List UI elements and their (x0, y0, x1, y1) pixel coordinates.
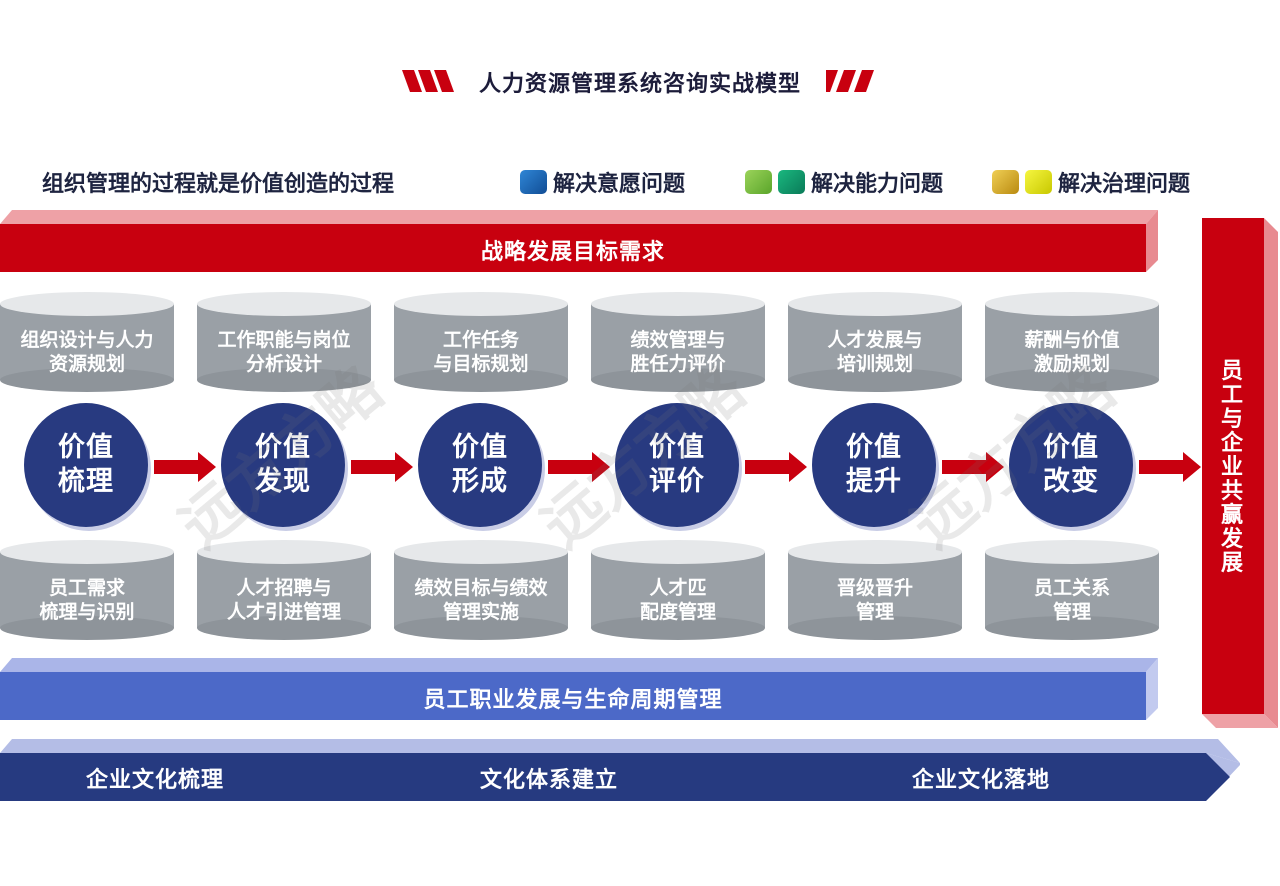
cyl-line: 人才引进管理 (226, 601, 341, 623)
circle-line: 价值 (452, 432, 508, 463)
cyl-line: 工作职能与岗位 (217, 329, 351, 351)
circle-line: 价值 (58, 432, 114, 463)
win-win-bar-label: 员工与企业共赢发展 (1212, 360, 1252, 576)
cyl-line: 配度管理 (639, 601, 716, 623)
cyl-line: 与目标规划 (433, 353, 529, 375)
circle-line: 梳理 (58, 466, 114, 497)
top-cylinder-4: 绩效管理与胜任力评价 (591, 292, 765, 392)
flow-arrow-1 (154, 452, 216, 482)
circle-line: 价值 (255, 432, 311, 463)
value-circle-5: 价值提升 (812, 403, 936, 527)
cyl-line: 员工关系 (1033, 577, 1110, 599)
cyl-line: 培训规划 (836, 353, 913, 375)
cyl-line: 绩效目标与绩效 (414, 577, 548, 599)
value-circle-2: 价值发现 (221, 403, 345, 527)
flow-arrow-5 (942, 452, 1004, 482)
top-cylinder-3: 工作任务与目标规划 (394, 292, 568, 392)
cyl-line: 管理 (1052, 601, 1091, 623)
cyl-line: 员工需求 (48, 577, 125, 599)
value-circle-3: 价值形成 (418, 403, 542, 527)
win-win-bar-text: 员工与企业共赢发展 (1220, 359, 1243, 576)
legend-governance: 解决治理问题 (992, 166, 1190, 198)
circle-line: 提升 (846, 466, 902, 497)
cyl-line: 工作任务 (442, 329, 519, 351)
legend-swatch-blue (520, 170, 547, 194)
title-stripes-right (826, 70, 874, 92)
strategy-bar-label: 战略发展目标需求 (480, 240, 665, 265)
cyl-line: 管理实施 (442, 601, 519, 623)
subtitle: 组织管理的过程就是价值创造的过程 (42, 172, 395, 197)
win-win-bar (1202, 218, 1278, 728)
bottom-cylinder-4: 人才匹配度管理 (591, 540, 765, 640)
bottom-cylinder-2: 人才招聘与人才引进管理 (197, 540, 371, 640)
flow-arrow-6 (1139, 452, 1201, 482)
cyl-line: 人才匹 (649, 577, 707, 599)
circle-line: 价值 (649, 432, 705, 463)
flow-arrow-4 (745, 452, 807, 482)
value-circle-6: 价值改变 (1009, 403, 1133, 527)
circle-line: 价值 (846, 432, 902, 463)
cyl-line: 激励规划 (1033, 353, 1110, 375)
career-bar (0, 658, 1158, 720)
circle-line: 价值 (1043, 432, 1099, 463)
circle-line: 形成 (452, 466, 508, 497)
bottom-cylinder-3: 绩效目标与绩效管理实施 (394, 540, 568, 640)
circle-line: 改变 (1043, 466, 1099, 497)
cyl-line: 管理 (855, 601, 894, 623)
bottom-cylinder-1: 员工需求梳理与识别 (0, 540, 174, 640)
cyl-line: 胜任力评价 (630, 353, 726, 375)
circle-line: 评价 (649, 466, 705, 497)
strategy-bar (0, 210, 1158, 272)
legend-swatch-green (745, 170, 772, 194)
bottom-cylinder-6: 员工关系管理 (985, 540, 1159, 640)
circle-line: 发现 (255, 466, 311, 497)
top-cylinder-1: 组织设计与人力资源规划 (0, 292, 174, 392)
cyl-line: 人才招聘与 (236, 577, 332, 599)
culture-stage-3: 企业文化落地 (912, 768, 1051, 793)
legend-ability: 解决能力问题 (745, 166, 943, 198)
cyl-line: 组织设计与人力 (20, 329, 154, 351)
flow-arrow-2 (351, 452, 413, 482)
cyl-line: 绩效管理与 (630, 329, 726, 351)
cyl-line: 梳理与识别 (39, 601, 135, 623)
culture-bar (0, 739, 1240, 801)
page-title: 人力资源管理系统咨询实战模型 (478, 72, 801, 97)
top-cylinder-2: 工作职能与岗位分析设计 (197, 292, 371, 392)
career-bar-label: 员工职业发展与生命周期管理 (423, 688, 723, 713)
legend-swatch-yellow (1025, 170, 1052, 194)
title-stripes-left (402, 70, 454, 92)
cyl-line: 薪酬与价值 (1024, 329, 1120, 351)
legend-swatch-teal (778, 170, 805, 194)
legend-swatch-gold (992, 170, 1019, 194)
top-cylinder-6: 薪酬与价值激励规划 (985, 292, 1159, 392)
legend-label: 解决能力问题 (811, 172, 944, 197)
cyl-line: 晋级晋升 (836, 577, 913, 599)
legend-willingness: 解决意愿问题 (520, 166, 685, 198)
cyl-line: 人才发展与 (827, 329, 923, 351)
legend-label: 解决意愿问题 (553, 172, 686, 197)
value-circle-1: 价值梳理 (24, 403, 148, 527)
value-circle-4: 价值评价 (615, 403, 739, 527)
cyl-line: 资源规划 (48, 353, 125, 375)
legend-label: 解决治理问题 (1058, 172, 1191, 197)
cyl-line: 分析设计 (245, 353, 322, 375)
flow-arrow-3 (548, 452, 610, 482)
culture-stage-2: 文化体系建立 (480, 768, 619, 793)
top-cylinder-5: 人才发展与培训规划 (788, 292, 962, 392)
bottom-cylinder-5: 晋级晋升管理 (788, 540, 962, 640)
culture-stage-1: 企业文化梳理 (86, 768, 225, 793)
